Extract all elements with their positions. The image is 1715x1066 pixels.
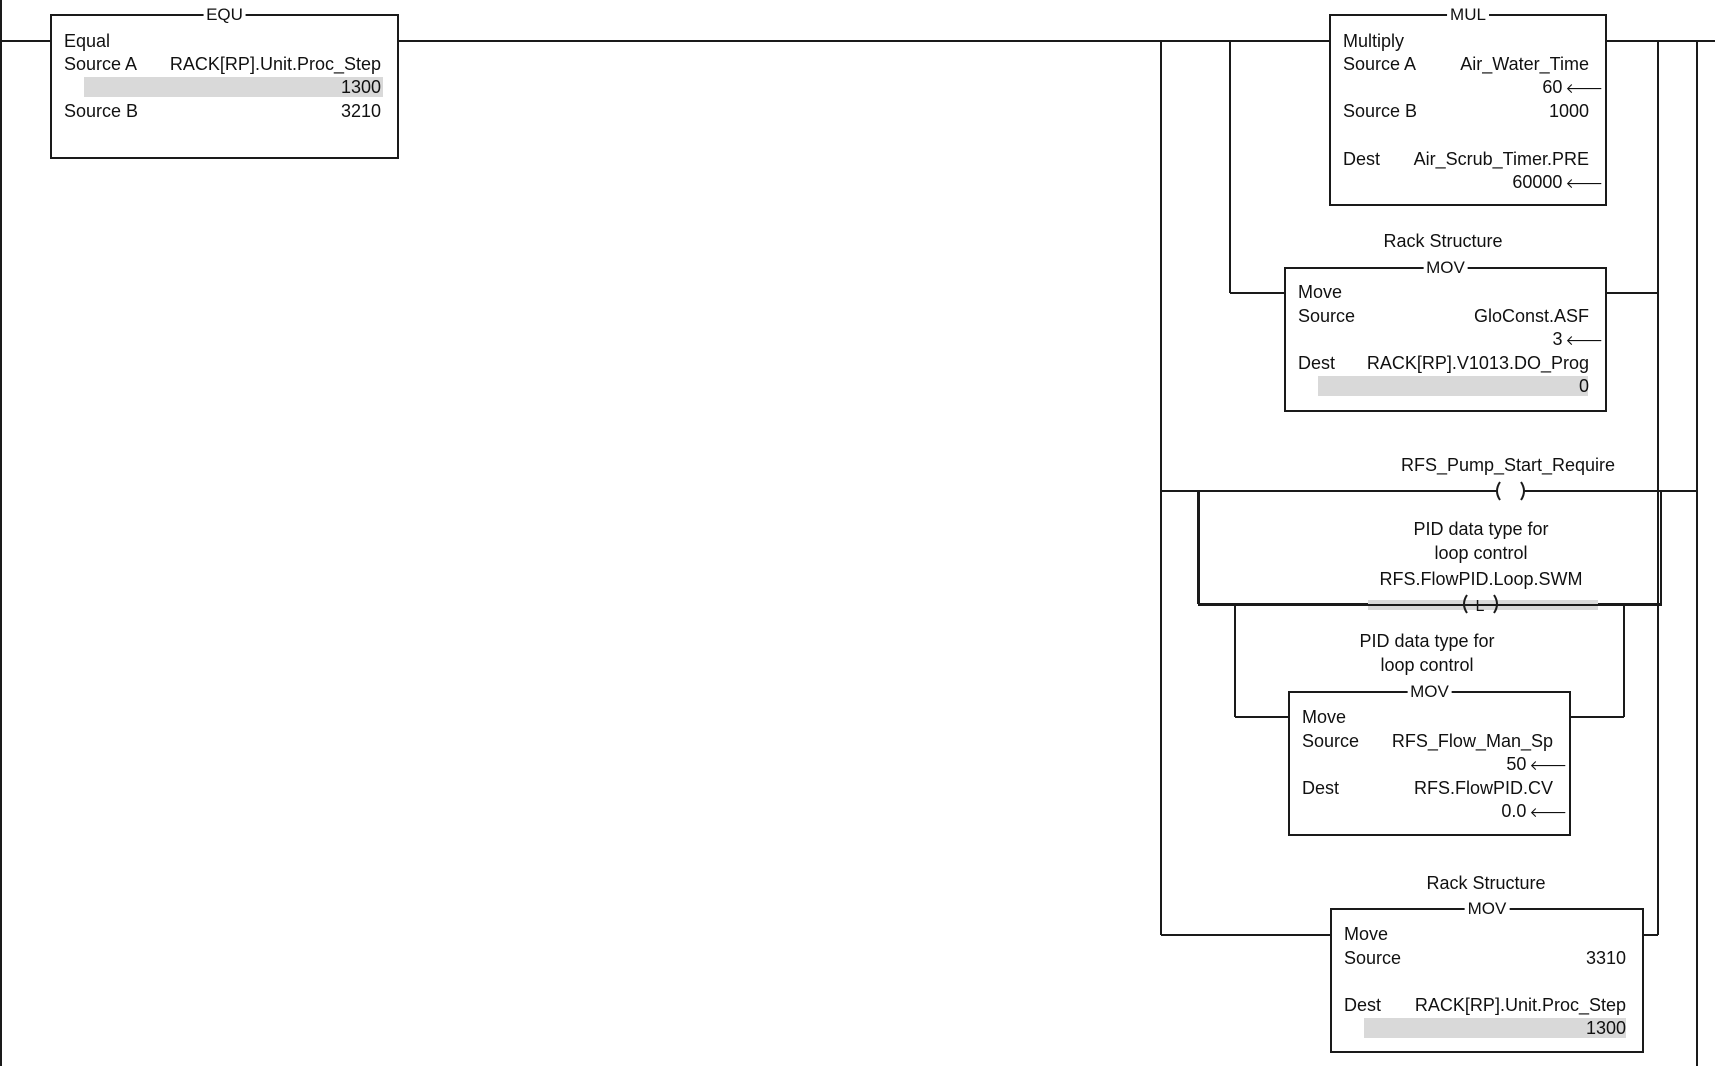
equ-source-a-value: 1300 bbox=[340, 77, 381, 97]
latch-coil-letter: L bbox=[1476, 598, 1485, 615]
equ-source-a-tag[interactable]: RACK[RP].Unit.Proc_Step bbox=[169, 54, 381, 74]
mov2-dest-tag[interactable]: RFS.FlowPID.CV bbox=[1413, 778, 1553, 798]
ote-coil-tag[interactable]: RFS_Pump_Start_Require bbox=[1400, 455, 1616, 475]
latch-coil-description-line1: PID data type for bbox=[1413, 519, 1549, 539]
mov3-instruction-block[interactable]: MOV Move Source 3310 Dest RACK[RP].Unit.… bbox=[1330, 899, 1644, 1053]
equ-title: EQU bbox=[203, 5, 246, 25]
mov2-instruction-block[interactable]: MOV Move Source RFS_Flow_Man_Sp 50🡐 Dest… bbox=[1288, 682, 1571, 836]
mov2-source-label: Source bbox=[1302, 731, 1360, 751]
live-value-arrow-icon: 🡐 bbox=[1565, 332, 1603, 348]
mul-source-a-tag[interactable]: Air_Water_Time bbox=[1460, 54, 1589, 74]
mul-dest-tag[interactable]: Air_Scrub_Timer.PRE bbox=[1413, 149, 1589, 169]
mov2-description-line2: loop control bbox=[1380, 655, 1474, 675]
mov1-instruction-block[interactable]: MOV Move Source GloConst.ASF 3🡐 Dest RAC… bbox=[1284, 258, 1607, 412]
mov3-source-value: 3310 bbox=[1585, 948, 1626, 968]
equ-source-b-label: Source B bbox=[64, 101, 139, 121]
mov1-source-value: 3 bbox=[1552, 329, 1563, 349]
mov1-description: Rack Structure bbox=[1383, 231, 1503, 251]
mov1-dest-tag[interactable]: RACK[RP].V1013.DO_Prog bbox=[1366, 353, 1589, 373]
equ-source-b-value: 3210 bbox=[340, 101, 381, 121]
mov1-source-tag[interactable]: GloConst.ASF bbox=[1473, 306, 1589, 326]
mul-dest-label: Dest bbox=[1343, 149, 1381, 169]
equ-source-a-label: Source A bbox=[64, 54, 138, 74]
mov1-dest-label: Dest bbox=[1298, 353, 1336, 373]
mov2-dest-value-row: 0.0🡐 bbox=[1501, 800, 1567, 823]
mul-source-b-value: 1000 bbox=[1548, 101, 1589, 121]
live-value-arrow-icon: 🡐 bbox=[1565, 80, 1603, 96]
live-value-arrow-icon: 🡐 bbox=[1565, 175, 1603, 191]
mov2-source-tag[interactable]: RFS_Flow_Man_Sp bbox=[1391, 731, 1553, 751]
mov3-title: MOV bbox=[1464, 899, 1510, 919]
mul-source-b-label: Source B bbox=[1343, 101, 1418, 121]
mov2-title: MOV bbox=[1407, 682, 1452, 702]
equ-name: Equal bbox=[64, 31, 111, 51]
live-value-arrow-icon: 🡐 bbox=[1529, 804, 1567, 820]
mov3-dest-value: 1300 bbox=[1585, 1018, 1626, 1038]
mov3-dest-tag[interactable]: RACK[RP].Unit.Proc_Step bbox=[1414, 995, 1626, 1015]
mov3-dest-highlight bbox=[1364, 1018, 1626, 1038]
mov2-dest-value: 0.0 bbox=[1501, 801, 1527, 821]
mul-instruction-block[interactable]: MUL Multiply Source A Air_Water_Time 60🡐… bbox=[1329, 5, 1607, 206]
mul-source-a-value-row: 60🡐 bbox=[1542, 76, 1603, 99]
mov3-source-label: Source bbox=[1344, 948, 1402, 968]
equ-source-a-highlight bbox=[84, 77, 383, 97]
mov3-description: Rack Structure bbox=[1426, 873, 1546, 893]
mov1-title: MOV bbox=[1423, 258, 1468, 278]
mul-source-a-value: 60 bbox=[1542, 77, 1563, 97]
equ-instruction-block[interactable]: EQU Equal Source A RACK[RP].Unit.Proc_St… bbox=[50, 5, 399, 159]
mul-name: Multiply bbox=[1343, 31, 1405, 51]
live-value-arrow-icon: 🡐 bbox=[1529, 757, 1567, 773]
mov1-dest-highlight bbox=[1318, 376, 1588, 396]
mov1-source-label: Source bbox=[1298, 306, 1356, 326]
mul-source-a-label: Source A bbox=[1343, 54, 1417, 74]
mul-dest-value: 60000 bbox=[1512, 172, 1563, 192]
mov3-dest-label: Dest bbox=[1344, 995, 1382, 1015]
mov1-name: Move bbox=[1298, 282, 1343, 302]
mul-title: MUL bbox=[1447, 5, 1489, 25]
mov3-name: Move bbox=[1344, 924, 1389, 944]
output-coil-symbol bbox=[1496, 481, 1525, 501]
mov2-source-value-row: 50🡐 bbox=[1506, 753, 1567, 776]
mov1-dest-value: 0 bbox=[1578, 376, 1589, 396]
latch-coil-description-line2: loop control bbox=[1434, 543, 1528, 563]
latch-coil-tag[interactable]: RFS.FlowPID.Loop.SWM bbox=[1379, 569, 1583, 589]
latch-coil-branch-box bbox=[1198, 491, 1662, 606]
mov1-source-value-row: 3🡐 bbox=[1552, 328, 1603, 351]
mov2-source-value: 50 bbox=[1506, 754, 1527, 774]
mov2-description-line1: PID data type for bbox=[1359, 631, 1495, 651]
mul-dest-value-row: 60000🡐 bbox=[1512, 171, 1603, 194]
mov2-name: Move bbox=[1302, 707, 1347, 727]
mov2-dest-label: Dest bbox=[1302, 778, 1340, 798]
